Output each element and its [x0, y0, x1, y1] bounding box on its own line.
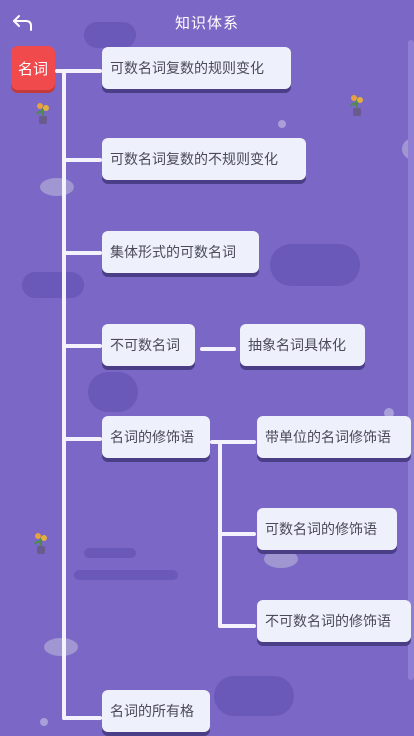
- connector-branch: [62, 716, 102, 720]
- bg-dot: [384, 408, 394, 418]
- root-node-noun[interactable]: 名词: [11, 46, 55, 90]
- plant-icon: [36, 103, 49, 124]
- connector-modifier-branch: [218, 624, 256, 628]
- node-uncountable[interactable]: 不可数名词: [102, 324, 195, 366]
- connector-modifier-branch: [218, 440, 256, 444]
- page-title: 知识体系: [174, 14, 239, 32]
- connector-branch: [62, 437, 102, 441]
- bg-cloud: [264, 550, 298, 568]
- node-possessive[interactable]: 名词的所有格: [102, 690, 210, 732]
- bg-blob: [74, 570, 178, 580]
- node-abstract-concrete[interactable]: 抽象名词具体化: [240, 324, 365, 366]
- connector-modifier-out: [210, 440, 222, 444]
- bg-blob: [88, 372, 138, 412]
- connector-modifier-branch: [218, 532, 256, 536]
- node-unit-modifiers[interactable]: 带单位的名词修饰语: [257, 416, 411, 458]
- bg-cloud: [44, 638, 78, 656]
- node-countable-plural-irregular[interactable]: 可数名词复数的不规则变化: [102, 138, 306, 180]
- connector-branch: [62, 251, 102, 255]
- node-uncountable-modifiers[interactable]: 不可数名词的修饰语: [257, 600, 411, 642]
- back-arrow-icon: [13, 15, 32, 31]
- bg-blob: [270, 244, 360, 286]
- bg-blob: [214, 676, 294, 716]
- connector-branch: [62, 158, 102, 162]
- plant-icon: [350, 95, 363, 116]
- bg-dot: [278, 120, 286, 128]
- connector-trunk: [62, 69, 66, 720]
- bg-blob: [84, 22, 136, 48]
- node-countable-plural-regular[interactable]: 可数名词复数的规则变化: [102, 47, 291, 89]
- connector-root: [55, 69, 65, 73]
- bg-cloud: [40, 178, 74, 196]
- node-collective-countable[interactable]: 集体形式的可数名词: [102, 231, 259, 273]
- connector-branch: [62, 344, 102, 348]
- bg-blob: [84, 548, 136, 558]
- bg-dot: [40, 718, 48, 726]
- node-countable-modifiers[interactable]: 可数名词的修饰语: [257, 508, 397, 550]
- plant-icon: [34, 533, 47, 554]
- scroll-track: [408, 40, 414, 680]
- back-button[interactable]: [10, 10, 36, 36]
- connector-branch: [62, 69, 102, 73]
- connector-uncountable-abstract: [200, 347, 236, 351]
- bg-blob: [22, 272, 84, 298]
- node-noun-modifiers[interactable]: 名词的修饰语: [102, 416, 210, 458]
